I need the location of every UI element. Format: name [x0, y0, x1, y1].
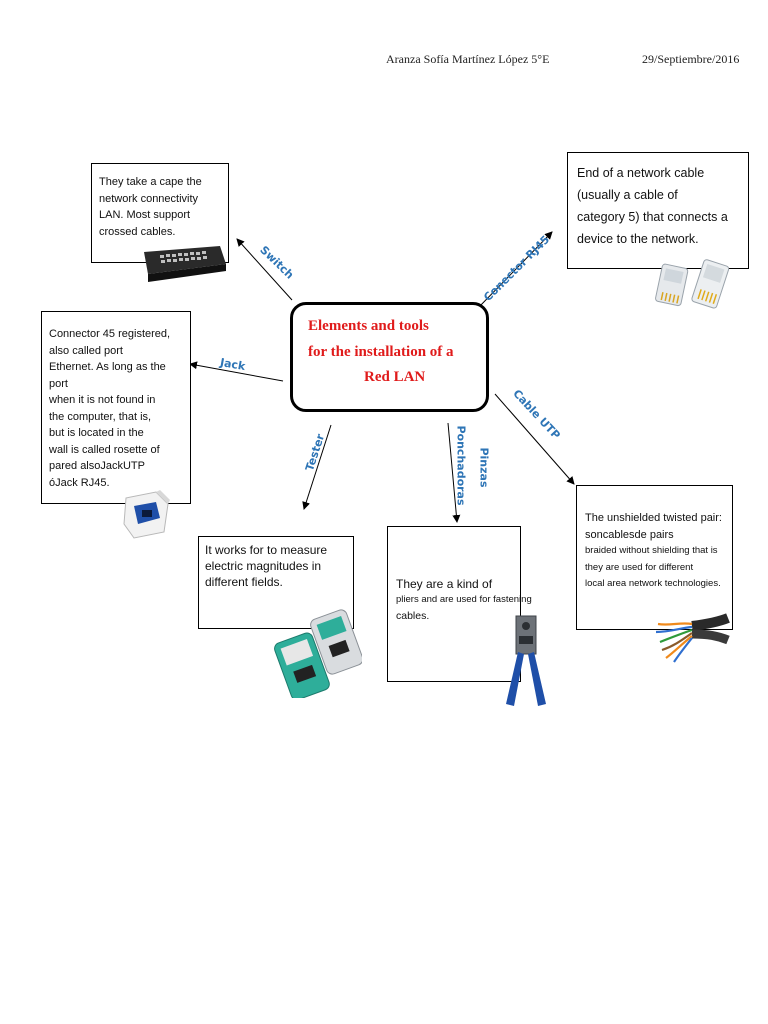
box-jack-line: also called port: [49, 344, 123, 357]
box-utp-line: local area network technologies.: [585, 578, 721, 589]
box-rj45: End of a network cable (usually a cable …: [567, 152, 749, 269]
box-rj45-line: device to the network.: [577, 232, 699, 246]
box-jack-line: pared alsoJackUTP: [49, 460, 145, 472]
box-utp-line: they are used for different: [585, 561, 694, 573]
utp-cable-image: [655, 613, 730, 663]
label-ponchadoras: Ponchadoras: [454, 425, 468, 506]
arrow-rj45: [477, 231, 553, 309]
box-tester-line: electric magnitudes in: [205, 559, 322, 573]
box-jack-line: Connector 45 registered,: [49, 328, 171, 340]
author-name: Aranza Sofía Martínez López 5°E: [386, 52, 550, 66]
box-jack: Connector 45 registered, also called por…: [41, 311, 191, 504]
box-utp-line: braided without shielding that is: [585, 545, 718, 556]
box-rj45-line: End of a network cable: [577, 166, 705, 180]
box-utp-line: soncablesde pairs: [585, 528, 674, 541]
box-tester-line: It works for to measure: [205, 543, 328, 557]
crimping-pliers-image: [506, 615, 546, 706]
box-pinzas-line: They are a kind of: [396, 577, 493, 591]
arrow-jack: [189, 361, 284, 382]
box-utp: The unshielded twisted pair: soncablesde…: [576, 485, 733, 630]
box-rj45-line: (usually a cable of: [577, 188, 678, 202]
box-jack-line: when it is not found in: [49, 394, 156, 406]
central-topic-line-2: for the installation of a: [308, 344, 454, 360]
arrow-switch: [236, 238, 293, 301]
box-jack-line: the computer, that is,: [49, 410, 152, 423]
arrow-pinzas: [447, 422, 461, 523]
date: 29/Septiembre/2016: [642, 52, 740, 66]
box-switch-line: crossed cables.: [99, 225, 176, 238]
box-jack-line: óJack RJ45.: [49, 476, 110, 489]
rj45-connector-image: [655, 259, 730, 309]
box-jack-line: Ethernet. As long as the port: [49, 361, 166, 390]
arrow-tester: [302, 424, 332, 510]
arrow-utp: [494, 393, 575, 485]
central-topic-line-3: Red LAN: [364, 369, 426, 385]
box-switch-line: network connectivity: [99, 192, 199, 205]
central-topic-line-1: Elements and tools: [308, 318, 429, 334]
box-utp-line: The unshielded twisted pair:: [585, 512, 722, 524]
box-tester-line: different fields.: [205, 575, 283, 589]
box-jack-line: wall is called rosette of: [49, 443, 160, 456]
box-jack-line: but is located in the: [49, 427, 144, 439]
box-pinzas: They are a kind of pliers and are used f…: [387, 526, 532, 682]
box-rj45-line: category 5) that connects a: [577, 210, 728, 224]
box-switch-line: LAN. Most support: [99, 209, 191, 221]
network-switch-image: [144, 246, 226, 282]
keystone-jack-image: [123, 490, 170, 539]
box-switch: They take a cape the network connectivit…: [91, 163, 229, 263]
box-switch-line: They take a cape the: [99, 176, 202, 188]
box-pinzas-line: pliers and are used for fastening: [396, 594, 532, 605]
label-pinzas: Pinzas: [477, 447, 491, 488]
box-tester: It works for to measure electric magnitu…: [198, 536, 354, 629]
box-pinzas-line: cables.: [396, 610, 430, 622]
central-topic: Elements and tools for the installation …: [290, 302, 489, 412]
cable-tester-image: [274, 609, 362, 698]
